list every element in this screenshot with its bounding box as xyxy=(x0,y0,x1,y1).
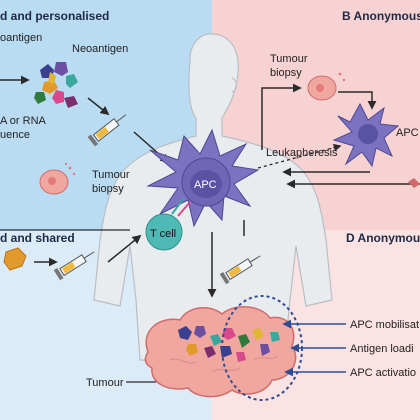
tumour-biopsy-b-line2: biopsy xyxy=(270,67,302,79)
arrow-neoantigen-to-syringe xyxy=(87,97,110,116)
immune-cell-cluster xyxy=(178,326,280,362)
arrow-syringe-c-to-tcell xyxy=(107,234,142,263)
neoantigen-left-label: oantigen xyxy=(0,32,42,44)
apc-activation-label: APC activatio xyxy=(350,367,416,379)
syringe-icon-a xyxy=(87,114,127,147)
tumour-biopsy-cell-b xyxy=(307,72,346,101)
tumour-label: Tumour xyxy=(86,377,124,389)
t-cell xyxy=(145,197,191,251)
dna-rna-label-line2: uence xyxy=(0,129,30,141)
apc-mobilisation-label: APC mobilisat xyxy=(350,319,419,331)
t-cell-label: T cell xyxy=(150,228,176,240)
syringe-icon-c xyxy=(53,251,95,281)
leukapheresis-label: Leukapheresis xyxy=(266,147,338,159)
tumour-biopsy-cell-a xyxy=(39,162,76,195)
apc-right-label: APC xyxy=(396,127,419,139)
apc-right-cell xyxy=(332,102,400,168)
apc-center-cell xyxy=(146,128,260,228)
neoantigen-cluster xyxy=(34,62,78,108)
shared-antigen-shape xyxy=(3,247,27,271)
apc-center-label: APC xyxy=(194,179,217,191)
ear-detail xyxy=(231,77,237,93)
tumour-biopsy-a-line2: biopsy xyxy=(92,183,124,195)
tumour-biopsy-a-line1: Tumour xyxy=(92,169,130,181)
antigen-loading-label: Antigen loadi xyxy=(350,343,414,355)
dna-rna-label-line1: A or RNA xyxy=(0,115,47,127)
tumour-biopsy-b-line1: Tumour xyxy=(270,53,308,65)
neoantigen-label: Neoantigen xyxy=(72,43,128,55)
panel-d-title: D Anonymous xyxy=(346,231,420,245)
panel-c-title: d and shared xyxy=(0,231,75,245)
edge-cell-fragment xyxy=(408,178,420,188)
panel-b-title: B Anonymous xyxy=(342,9,420,23)
panel-a-title: d and personalised xyxy=(0,9,109,23)
arrow-bracket-b xyxy=(261,83,302,150)
arrow-biopsy-to-apc-right xyxy=(338,91,377,110)
syringe-icon-d xyxy=(219,255,261,285)
leukapheresis-dashed-arrow xyxy=(257,143,342,169)
